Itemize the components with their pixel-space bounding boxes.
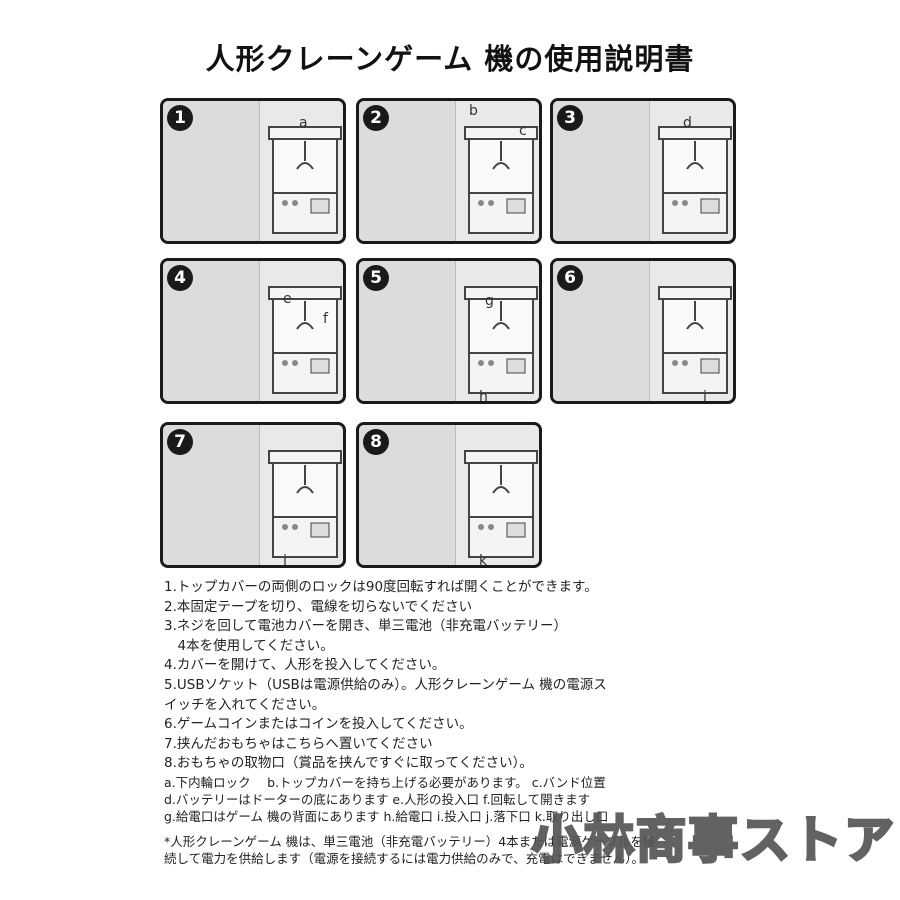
- watermark: 小林商事ストア: [531, 810, 896, 871]
- crane-machine-illustration: [268, 450, 342, 558]
- callout-label: g: [485, 293, 494, 309]
- instructions: 1.トップカバーの両側のロックは90度回転すれば開くことができます。 2.本固定…: [164, 578, 655, 867]
- instruction-panel-4: 4 e f: [160, 258, 346, 404]
- callout-label: f: [323, 311, 328, 327]
- step-number: 5: [363, 265, 389, 291]
- step-number: 8: [363, 429, 389, 455]
- callout-label: b: [469, 103, 478, 119]
- crane-machine-illustration: [268, 286, 342, 394]
- legend-line: g.給電口はゲーム 機の背面にあります h.給電口 i.投入口 j.落下口 k.…: [164, 808, 609, 824]
- callout-label: a: [299, 115, 308, 131]
- note-line: *人形クレーンゲーム 機は、単三電池（非充電バッテリー）4本または電源ケーブルを…: [164, 833, 656, 849]
- step: 7.挟んだおもちゃはこちらへ置いてください: [164, 735, 433, 752]
- instruction-panel-2: 2 b c: [356, 98, 542, 244]
- step: 3.ネジを回して電池カバーを開き、単三電池（非充電バッテリー）: [164, 618, 568, 635]
- callout-label: h: [479, 389, 488, 404]
- step-number: 3: [557, 105, 583, 131]
- step: 5.USBソケット（USBは電源供給のみ）。人形クレーンゲーム 機の電源ス: [164, 676, 607, 693]
- step: 4本を使用してください。: [164, 637, 334, 654]
- note-line: 続して電力を供給します（電源を接続するには電力供給のみで、充電はできません）。: [164, 850, 645, 866]
- crane-machine-illustration: [658, 126, 732, 234]
- step: 6.ゲームコインまたはコインを投入してください。: [164, 716, 473, 733]
- step-number: 7: [167, 429, 193, 455]
- legend-line: a.下内輪ロック b.トップカバーを持ち上げる必要があります。 c.バンド位置: [164, 774, 606, 790]
- callout-label: d: [683, 115, 692, 131]
- step-number: 4: [167, 265, 193, 291]
- callout-label: e: [283, 291, 292, 307]
- step-number: 6: [557, 265, 583, 291]
- callout-label: j: [283, 553, 287, 568]
- crane-machine-illustration: [268, 126, 342, 234]
- callout-label: i: [703, 389, 707, 404]
- step: 2.本固定テープを切り、電線を切らないでください: [164, 598, 473, 615]
- callout-label: c: [519, 123, 527, 139]
- callout-label: k: [479, 553, 488, 568]
- step: 8.おもちゃの取物口（賞品を挟んですぐに取ってください）。: [164, 755, 533, 772]
- step: 1.トップカバーの両側のロックは90度回転すれば開くことができます。: [164, 579, 598, 595]
- instruction-panel-5: 5 g h: [356, 258, 542, 404]
- legend-line: d.バッテリーはドーターの底にあります e.人形の投入口 f.回転して開きます: [164, 791, 591, 807]
- page-title: 人形クレーンゲーム 機の使用説明書: [205, 42, 695, 76]
- step: イッチを入れてください。: [164, 696, 326, 713]
- crane-machine-illustration: [464, 286, 538, 394]
- crane-machine-illustration: [464, 126, 538, 234]
- crane-machine-illustration: [658, 286, 732, 394]
- step-number: 1: [167, 105, 193, 131]
- crane-machine-illustration: [464, 450, 538, 558]
- step-number: 2: [363, 105, 389, 131]
- step: 4.カバーを開けて、人形を投入してください。: [164, 657, 446, 674]
